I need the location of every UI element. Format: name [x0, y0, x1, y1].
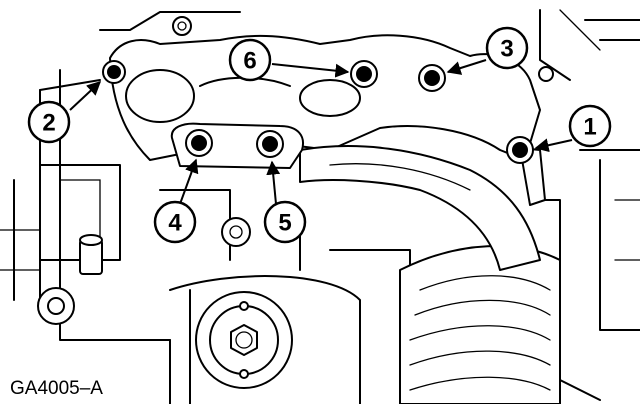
callout-3-label: 3	[500, 36, 513, 63]
bolt-2	[102, 60, 126, 84]
leader-4	[179, 158, 199, 205]
callout-2: 2	[27, 100, 71, 144]
figure-code: GA4005–A	[10, 378, 103, 399]
callout-2-label: 2	[42, 110, 55, 137]
leader-2	[69, 81, 102, 111]
callout-5: 5	[263, 200, 307, 244]
leader-6	[271, 63, 350, 78]
bolt-6	[350, 60, 378, 88]
callout-5-label: 5	[278, 210, 291, 237]
leader-5	[266, 160, 281, 205]
callout-4-label: 4	[168, 210, 182, 237]
callout-1: 1	[568, 104, 612, 148]
manifold-bolts	[102, 60, 534, 164]
leader-3	[446, 59, 487, 75]
callout-leaders	[69, 59, 573, 205]
bolt-4	[185, 129, 213, 157]
engine-block	[0, 9, 640, 404]
callout-3: 3	[485, 26, 529, 70]
callout-6-label: 6	[243, 48, 256, 75]
bolt-1	[506, 136, 534, 164]
callout-4: 4	[153, 200, 197, 244]
leader-1	[534, 138, 573, 153]
callout-1-label: 1	[583, 114, 596, 141]
bolt-5	[256, 130, 284, 158]
callout-6: 6	[228, 38, 272, 82]
bolt-3	[418, 64, 446, 92]
